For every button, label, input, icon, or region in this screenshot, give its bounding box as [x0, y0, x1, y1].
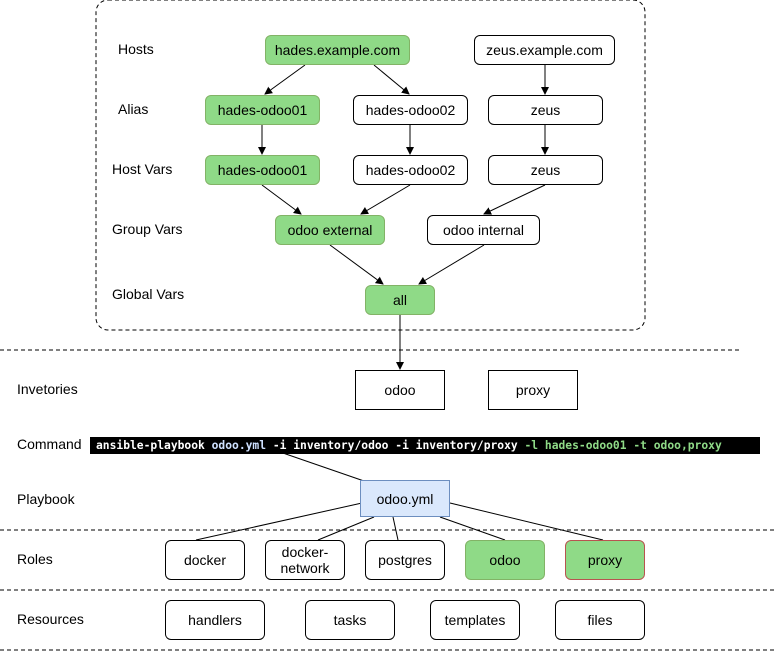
- row-label-playbook: Playbook: [17, 491, 75, 507]
- edge-playbook-to-docker-network: [317, 516, 375, 541]
- command-tags-flag: -t odoo,proxy: [633, 439, 722, 452]
- ansible-command-line: ansible-playbook odoo.yml -i inventory/o…: [90, 437, 760, 454]
- edge-playbook-to-odoo-role: [439, 516, 506, 541]
- command-playbook: odoo.yml: [211, 439, 267, 452]
- command-inventories: -i inventory/odoo -i inventory/proxy: [266, 439, 525, 452]
- edge-odoo-external-to-all: [329, 244, 384, 285]
- role-odoo[interactable]: odoo: [465, 540, 545, 580]
- row-label-inventories: Invetories: [17, 381, 78, 397]
- role-docker[interactable]: docker: [165, 540, 245, 580]
- row-label-resources: Resources: [17, 611, 84, 627]
- resource-files[interactable]: files: [555, 600, 645, 640]
- host-hades[interactable]: hades.example.com: [265, 35, 410, 65]
- edge-hostvars-to-odoo-external-2: [360, 184, 411, 215]
- vars-group-box: [95, 0, 646, 331]
- command-limit-flag: -l hades-odoo01: [524, 439, 627, 452]
- alias-hades-odoo02[interactable]: hades-odoo02: [353, 95, 468, 125]
- command-prefix: ansible-playbook: [96, 439, 212, 452]
- hostvars-zeus[interactable]: zeus: [488, 155, 603, 185]
- edge-hades-to-hades-odoo02-alias: [373, 64, 410, 95]
- groupvars-odoo-internal[interactable]: odoo internal: [427, 215, 540, 245]
- edge-odoo-internal-to-all: [418, 244, 485, 285]
- playbook-odoo-yml[interactable]: odoo.yml: [360, 480, 450, 517]
- edge-playbook-to-proxy-role: [449, 502, 604, 541]
- hostvars-hades-odoo01[interactable]: hades-odoo01: [205, 155, 320, 185]
- alias-zeus[interactable]: zeus: [488, 95, 603, 125]
- role-postgres[interactable]: postgres: [365, 540, 445, 580]
- row-label-command: Command: [17, 436, 82, 452]
- role-proxy[interactable]: proxy: [565, 540, 645, 580]
- edge-hades-to-hades-odoo01-alias: [264, 64, 306, 95]
- row-label-roles: Roles: [17, 551, 53, 567]
- row-label-hosts: Hosts: [118, 41, 154, 57]
- alias-hades-odoo01[interactable]: hades-odoo01: [205, 95, 320, 125]
- row-label-alias: Alias: [118, 101, 149, 117]
- edge-playbook-to-postgres: [392, 516, 399, 541]
- resource-templates[interactable]: templates: [430, 600, 520, 640]
- row-label-global-vars: Global Vars: [112, 286, 185, 302]
- edge-command-to-playbook: [279, 451, 365, 482]
- row-label-group-vars: Group Vars: [112, 221, 183, 237]
- edge-hostvars-to-odoo-internal: [483, 184, 546, 215]
- row-label-host-vars: Host Vars: [112, 161, 173, 177]
- groupvars-odoo-external[interactable]: odoo external: [275, 215, 385, 245]
- host-zeus[interactable]: zeus.example.com: [474, 35, 615, 65]
- inventory-odoo[interactable]: odoo: [355, 370, 445, 410]
- resource-handlers[interactable]: handlers: [165, 600, 265, 640]
- hostvars-hades-odoo02[interactable]: hades-odoo02: [353, 155, 468, 185]
- globalvars-all[interactable]: all: [365, 285, 435, 315]
- edge-hostvars-to-odoo-external-1: [261, 184, 302, 215]
- inventory-proxy[interactable]: proxy: [488, 370, 578, 410]
- resource-tasks[interactable]: tasks: [305, 600, 395, 640]
- role-docker-network[interactable]: docker-network: [265, 540, 345, 580]
- edge-playbook-to-docker: [195, 502, 363, 541]
